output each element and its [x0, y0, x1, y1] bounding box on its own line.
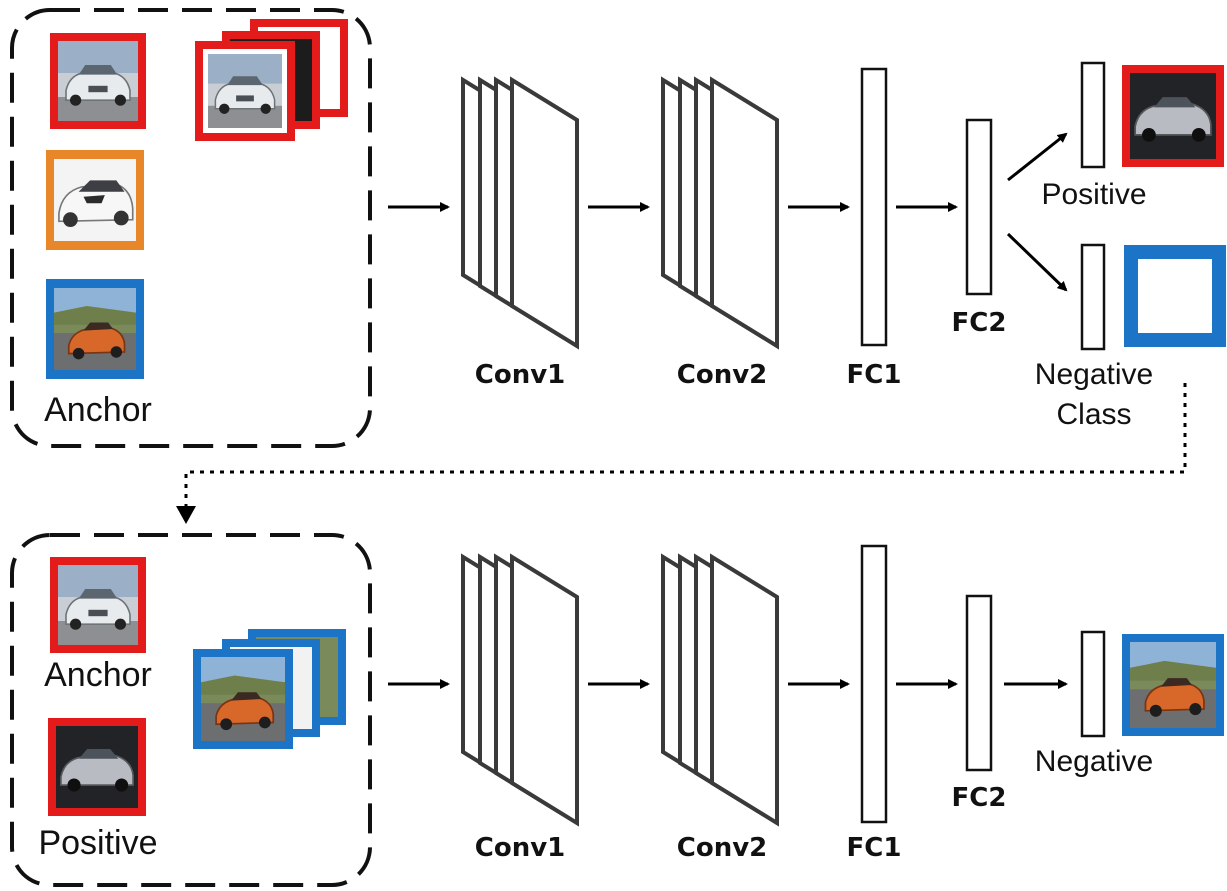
top-negative-class-label-line2: Class [1056, 398, 1131, 431]
top-anchor-image-3 [46, 279, 144, 379]
bottom-negative-feature [1080, 630, 1106, 738]
bottom-anchor-label: Anchor [44, 656, 152, 694]
bottom-fc2-label: FC2 [952, 783, 1007, 813]
top-fc2-label: FC2 [952, 308, 1007, 338]
top-conv1-label: Conv1 [475, 360, 566, 390]
top-negative-class-box [1124, 245, 1226, 347]
bottom-negative-label: Negative [1035, 745, 1153, 778]
top-conv2-layer [661, 76, 779, 350]
top-input-group-frame [10, 8, 372, 448]
dotted-connector-arrowhead [176, 506, 196, 524]
bottom-anchor-image [50, 557, 146, 653]
top-anchor-label: Anchor [44, 391, 152, 429]
bottom-conv1-label: Conv1 [475, 833, 566, 863]
top-conv2-label: Conv2 [677, 360, 768, 390]
top-negative-class-label-line1: Negative [1035, 358, 1153, 391]
bottom-input-group-frame [10, 533, 372, 887]
top-anchor-image-2 [46, 150, 144, 250]
top-positive-stack [195, 19, 348, 141]
top-positive-feature [1080, 61, 1106, 169]
top-positive-image [1122, 65, 1224, 167]
bottom-conv2-label: Conv2 [677, 833, 768, 863]
top-arrow-fc2-positive [1007, 132, 1068, 182]
bottom-positive-label: Positive [38, 824, 157, 862]
bottom-negative-image [1122, 634, 1224, 736]
top-fc2-layer [965, 118, 993, 296]
bottom-conv1-layer [461, 553, 579, 827]
top-fc1-label: FC1 [847, 360, 902, 390]
bottom-fc1-layer [860, 544, 888, 824]
bottom-positive-image [48, 718, 146, 816]
bottom-fc1-label: FC1 [847, 833, 902, 863]
bottom-conv2-layer [661, 553, 779, 827]
bottom-negative-stack [193, 629, 346, 749]
top-arrow-fc2-negative [1006, 232, 1068, 292]
top-positive-label: Positive [1041, 178, 1146, 211]
top-negative-feature [1080, 243, 1106, 351]
top-anchor-image-1 [50, 33, 146, 129]
top-fc1-layer [860, 67, 888, 347]
top-conv1-layer [461, 76, 579, 350]
bottom-fc2-layer [965, 594, 993, 772]
